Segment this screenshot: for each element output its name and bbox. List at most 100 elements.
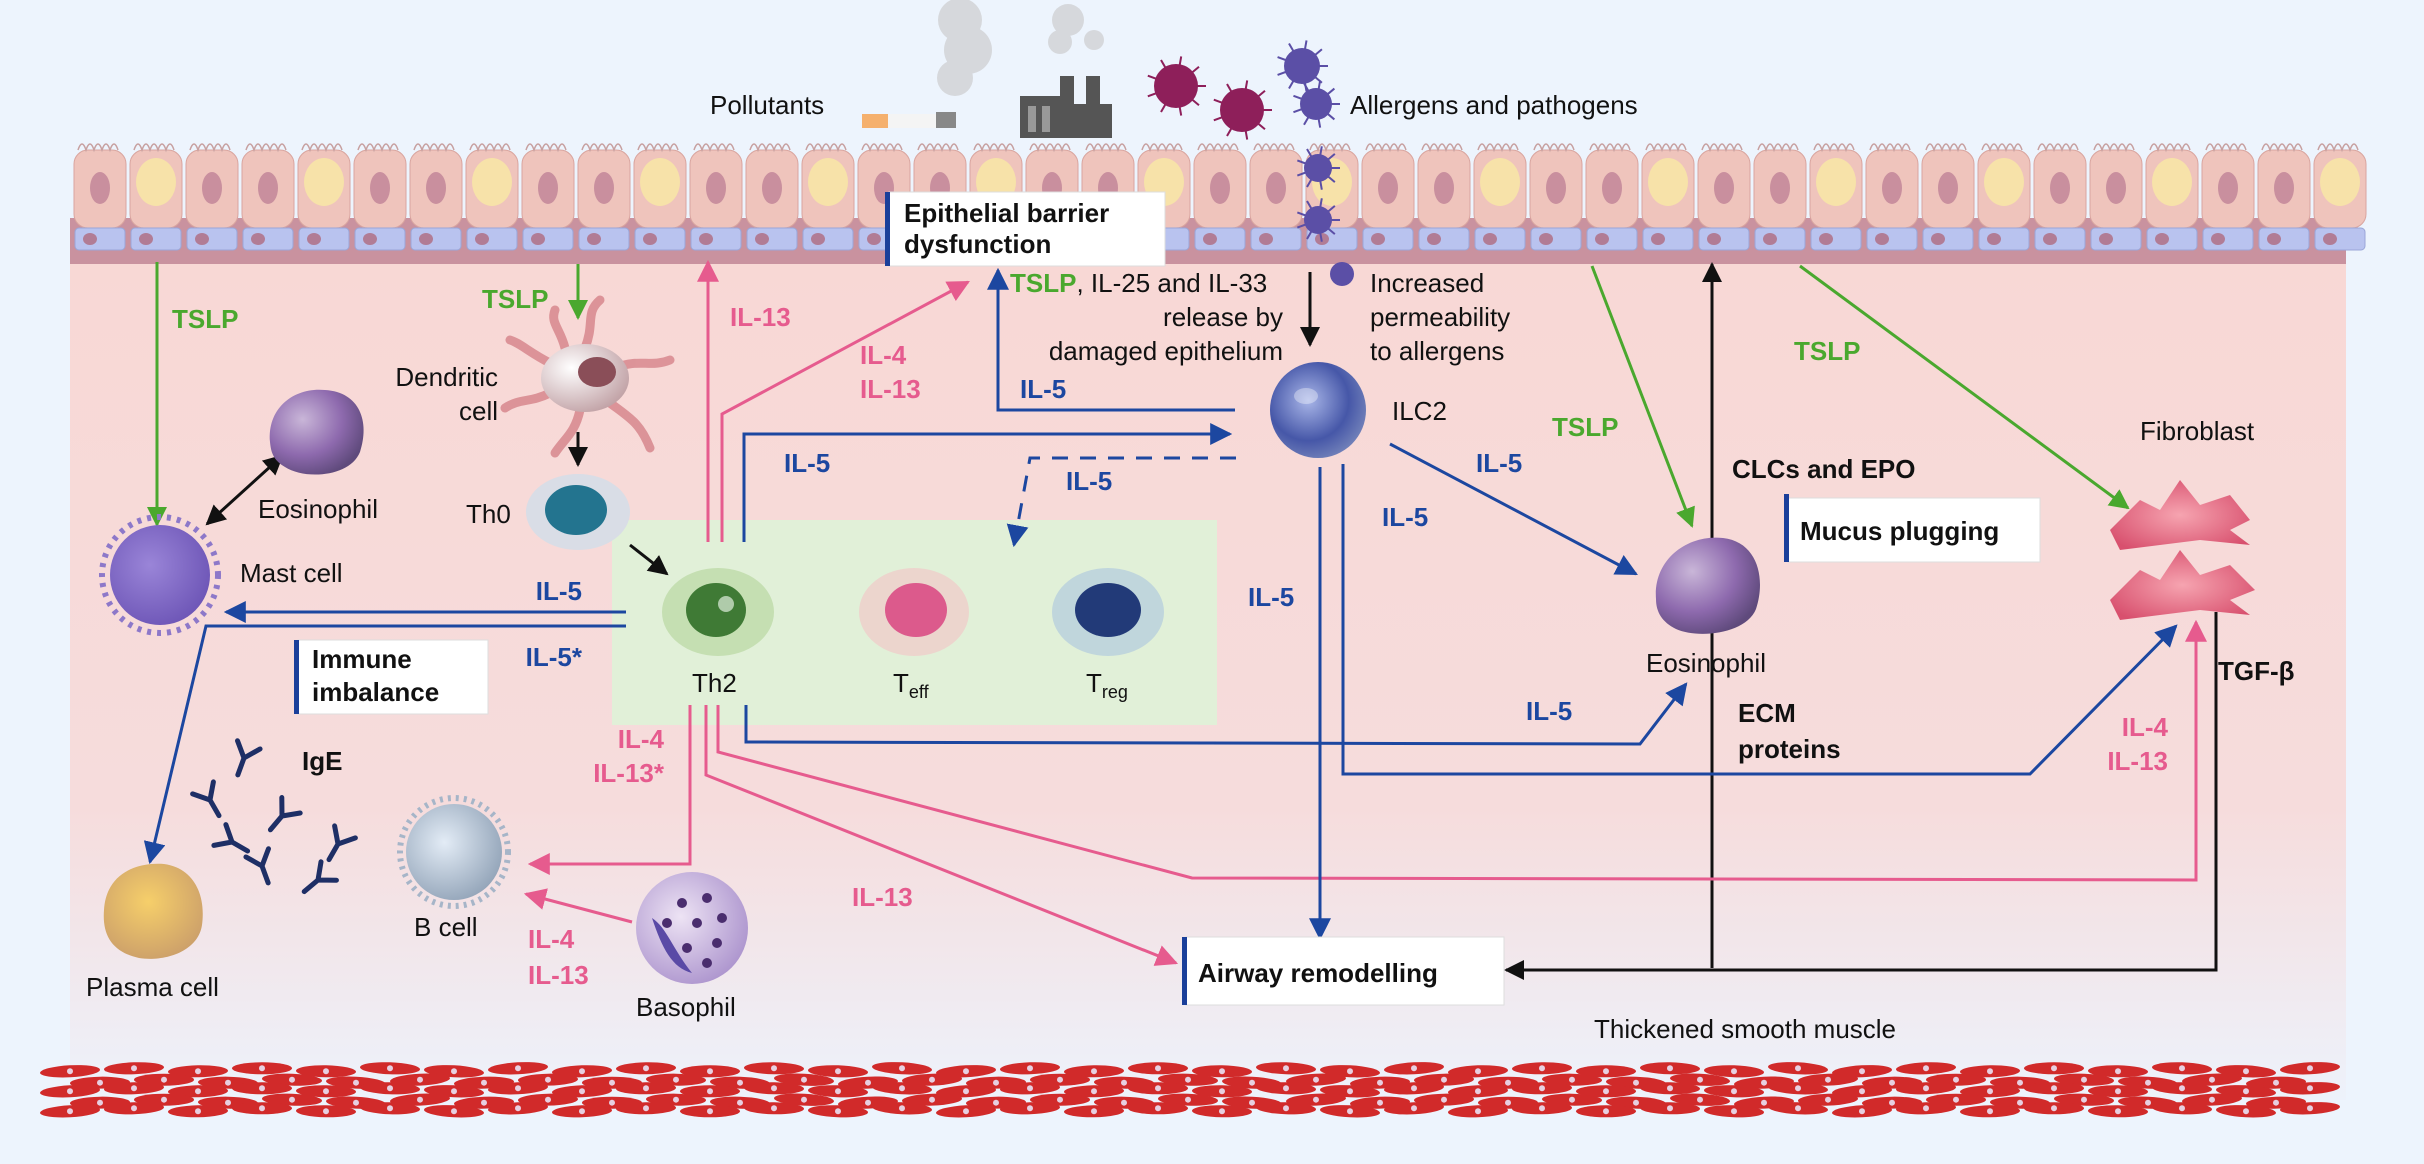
- il4-label-star: IL-4: [618, 724, 665, 754]
- permeability-label-1: Increased: [1370, 268, 1484, 298]
- smooth-muscle-cell: [360, 1082, 420, 1095]
- smooth-muscle-cell: [936, 1105, 996, 1118]
- virus-icon: [1147, 56, 1206, 116]
- smooth-muscle-cell: [424, 1105, 484, 1118]
- il13-label-fibro: IL-13: [2107, 746, 2168, 776]
- epithelial-barrier-line1: Epithelial barrier: [904, 198, 1109, 228]
- epithelial-cell: [185, 143, 239, 251]
- smooth-muscle-cell: [1064, 1065, 1124, 1078]
- smooth-muscle-cell: [1000, 1102, 1060, 1115]
- smooth-muscle-cell: [2280, 1082, 2340, 1095]
- tslp-label-right: TSLP: [1794, 336, 1860, 366]
- smooth-muscle-cell: [1542, 1093, 1602, 1106]
- smooth-muscle-cell: [360, 1102, 420, 1115]
- tslp-label-dc: TSLP: [482, 284, 548, 314]
- il5-label-vertical: IL-5: [1248, 582, 1294, 612]
- il4-il13-fibro-arrow: [716, 619, 2207, 882]
- smooth-muscle-cell: [2152, 1102, 2212, 1115]
- b-cell-label: B cell: [414, 912, 478, 942]
- smooth-muscle-cell: [1542, 1073, 1602, 1086]
- alarmins-label-line2: release by: [1163, 302, 1283, 332]
- smooth-muscle-cell: [104, 1062, 164, 1075]
- ige-label: IgE: [302, 746, 342, 776]
- virus-icon: [1296, 198, 1340, 242]
- epithelial-cell: [241, 143, 295, 251]
- airway-remodelling-box: Airway remodelling: [1182, 936, 1505, 1006]
- il13-label-baso: IL-13: [528, 960, 589, 990]
- smooth-muscle-cell: [1768, 1062, 1828, 1075]
- smooth-muscle-cell: [872, 1062, 932, 1075]
- smooth-muscle-cell: [40, 1065, 100, 1078]
- smooth-muscle-cell: [646, 1093, 706, 1106]
- il4-label-diag: IL-4: [860, 340, 907, 370]
- t-reg-label: Treg: [1086, 668, 1128, 702]
- smooth-muscle-cell: [1832, 1105, 1892, 1118]
- smooth-muscle-cell: [2182, 1093, 2242, 1106]
- smooth-muscle-cell: [552, 1105, 612, 1118]
- t-reg-cell: [1052, 568, 1164, 656]
- smooth-muscle-cell: [2182, 1073, 2242, 1086]
- smooth-muscle-cell: [1448, 1085, 1508, 1098]
- smooth-muscle-cell: [2280, 1062, 2340, 1075]
- smooth-muscle-cell: [872, 1102, 932, 1115]
- permeability-label-2: permeability: [1370, 302, 1510, 332]
- alarmins-label-line1: TSLP, IL-25 and IL-33: [1010, 268, 1267, 298]
- smooth-muscle-cell: [808, 1065, 868, 1078]
- smooth-muscle-cell: [1768, 1082, 1828, 1095]
- factory-icon: [1020, 76, 1112, 138]
- ecm-label-2: proteins: [1738, 734, 1841, 764]
- ige-antibody-icon: [301, 859, 339, 895]
- smooth-muscle-cell: [1128, 1102, 1188, 1115]
- epithelial-cell: [801, 143, 855, 251]
- smooth-muscle-cell: [552, 1085, 612, 1098]
- epithelial-cell: [1809, 143, 1863, 251]
- smooth-muscle-cell: [296, 1105, 356, 1118]
- smooth-muscle-cell: [1576, 1065, 1636, 1078]
- smooth-muscle-cell: [488, 1062, 548, 1075]
- smooth-muscle-cell: [2054, 1093, 2114, 1106]
- smooth-muscle-cell: [1960, 1105, 2020, 1118]
- smooth-muscle-cell: [2216, 1105, 2276, 1118]
- immune-imbalance-line2: imbalance: [312, 677, 439, 707]
- smooth-muscle-cell: [680, 1105, 740, 1118]
- il5-ilc2-eos-arrow: [1389, 442, 1638, 576]
- smooth-muscle-cell: [1512, 1102, 1572, 1115]
- il13-label-star: IL-13*: [593, 758, 665, 788]
- smooth-muscle-cell: [1448, 1105, 1508, 1118]
- ige-antibodies: [190, 738, 358, 895]
- smooth-muscle-cell: [1832, 1085, 1892, 1098]
- smooth-muscle-cell: [774, 1073, 834, 1086]
- tgf-beta-label: TGF-β: [2218, 656, 2295, 686]
- epithelial-cell: [1417, 143, 1471, 251]
- epithelial-cell: [409, 143, 463, 251]
- fibro-to-remodelling-arrow: [1504, 612, 2218, 980]
- baso-bcell-arrow: [523, 888, 633, 924]
- il5-th2-eos-arrow: [744, 682, 1688, 746]
- mast-cell: [99, 514, 221, 636]
- clcs-epo-label: CLCs and EPO: [1732, 454, 1915, 484]
- smooth-muscle-cell: [40, 1085, 100, 1098]
- epithelial-cell: [129, 143, 183, 251]
- smooth-muscle-cell: [1286, 1073, 1346, 1086]
- th0-cell: [526, 474, 630, 550]
- il13-label-diag: IL-13: [860, 374, 921, 404]
- virus-icon: [1277, 40, 1328, 92]
- mucus-plugging-label: Mucus plugging: [1800, 516, 1999, 546]
- il5-label-mast: IL-5: [536, 576, 582, 606]
- virus-icon: [1293, 80, 1340, 128]
- il4-label-baso: IL-4: [528, 924, 575, 954]
- smooth-muscle-cell: [872, 1082, 932, 1095]
- smooth-muscle-cell: [1896, 1062, 1956, 1075]
- smooth-muscle-cell: [1576, 1105, 1636, 1118]
- pollutants-label: Pollutants: [710, 90, 824, 120]
- dendritic-label-1: Dendritic: [395, 362, 498, 392]
- smooth-muscle-cell: [1832, 1065, 1892, 1078]
- virus-icon: [1296, 146, 1340, 190]
- smooth-muscle-cell: [1640, 1082, 1700, 1095]
- il4-label-fibro: IL-4: [2122, 712, 2169, 742]
- smooth-muscle-cell: [488, 1082, 548, 1095]
- smooth-muscle-cell: [808, 1085, 868, 1098]
- il13-label-bottom: IL-13: [852, 882, 913, 912]
- epithelial-cell: [2257, 143, 2311, 251]
